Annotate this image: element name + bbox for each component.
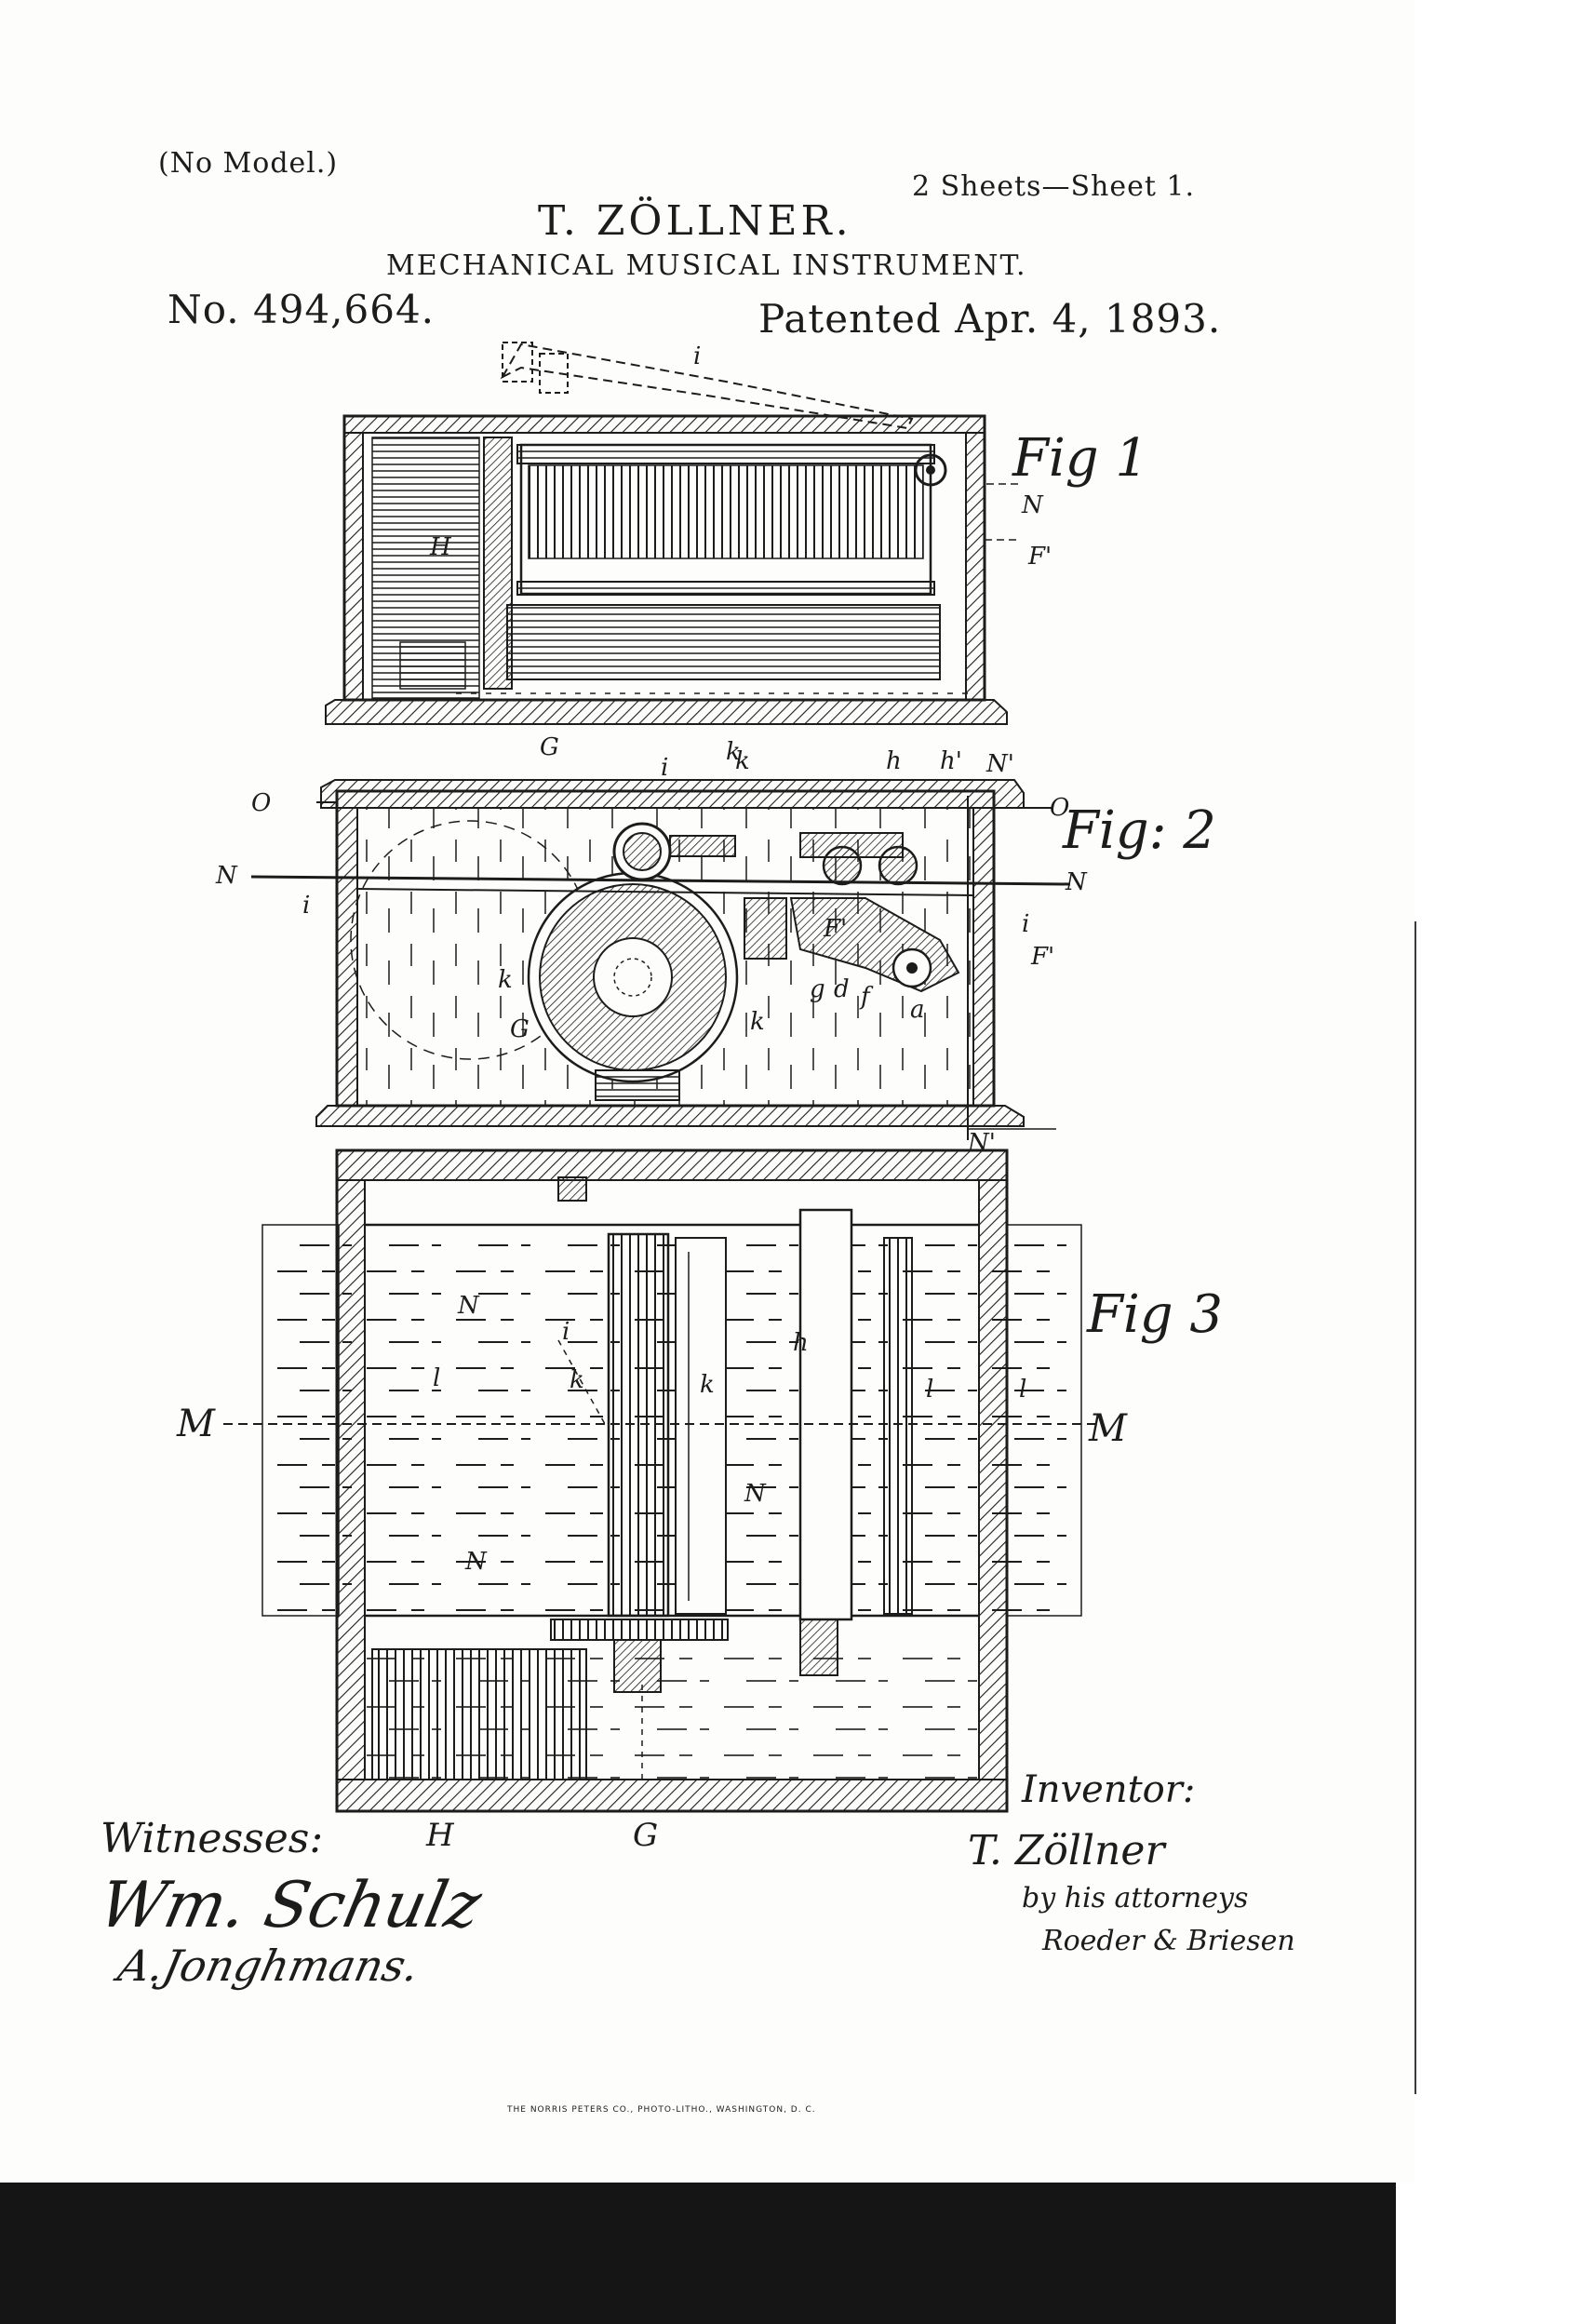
ref-fig2-O-left: O bbox=[251, 789, 272, 817]
ref-fig3-l-left: l bbox=[433, 1364, 441, 1392]
ref-fig2-i-right: i bbox=[1022, 910, 1030, 938]
ref-fig1-k: k bbox=[726, 738, 741, 766]
patent-title: MECHANICAL MUSICAL INSTRUMENT. bbox=[386, 249, 1027, 282]
ref-fig1-H: H bbox=[430, 533, 451, 561]
ref-fig2-O-right: O bbox=[1050, 794, 1070, 822]
inventor-signature: T. Zöllner bbox=[968, 1827, 1165, 1874]
attorney-by-line: by his attorneys bbox=[1022, 1882, 1249, 1914]
ref-fig3-N-lower: N bbox=[465, 1548, 487, 1576]
ref-fig2-F1-inner: F' bbox=[824, 915, 848, 943]
ref-fig2-i-top: i bbox=[661, 754, 669, 782]
printer-credit: THE NORRIS PETERS CO., PHOTO-LITHO., WAS… bbox=[507, 2105, 816, 2115]
inventor-name-heading: T. ZÖLLNER. bbox=[538, 197, 852, 245]
ref-fig2-k-top: k bbox=[735, 747, 750, 775]
ref-fig3-k-left: k bbox=[570, 1366, 584, 1394]
figure-2 bbox=[250, 779, 1071, 1140]
figure-1 bbox=[325, 342, 1019, 725]
ref-fig3-h: h bbox=[793, 1329, 809, 1357]
ref-fig2-g: g bbox=[810, 975, 825, 1003]
ref-fig3-H: H bbox=[426, 1817, 454, 1854]
ref-fig2-d: d bbox=[834, 975, 850, 1003]
figure-2-label: Fig: 2 bbox=[1063, 800, 1216, 861]
figure-3 bbox=[223, 1149, 1098, 1813]
ref-fig3-G: G bbox=[633, 1817, 659, 1854]
witnesses-heading: Witnesses: bbox=[101, 1815, 324, 1862]
ref-fig2-F1: F' bbox=[1031, 943, 1055, 971]
ref-fig3-l-right: l bbox=[1019, 1376, 1027, 1404]
ref-fig3-M-right: M bbox=[1089, 1407, 1127, 1450]
ref-fig2-f: f bbox=[861, 983, 870, 1011]
ref-fig3-k-mid: k bbox=[700, 1371, 715, 1399]
ref-fig2-i-left: i bbox=[302, 892, 311, 920]
ref-fig2-h-top: h bbox=[886, 747, 902, 775]
ref-fig3-N-mid: N bbox=[744, 1480, 766, 1508]
ref-fig3-l-mid: l bbox=[926, 1376, 934, 1404]
ref-fig3-i: i bbox=[562, 1318, 570, 1346]
ref-fig2-k-left: k bbox=[498, 966, 513, 994]
witness-signature-1: Wm. Schulz bbox=[92, 1869, 488, 1942]
ref-fig1-G: G bbox=[540, 733, 559, 761]
ref-fig2-k-right: k bbox=[750, 1008, 765, 1036]
sheet-info: 2 Sheets—Sheet 1. bbox=[912, 170, 1196, 203]
ref-fig1-i: i bbox=[693, 343, 702, 370]
patent-drawings bbox=[223, 342, 1098, 1813]
ref-fig2-h1-top: h' bbox=[940, 747, 962, 775]
figure-3-label: Fig 3 bbox=[1087, 1284, 1224, 1345]
patent-number: No. 494,664. bbox=[168, 287, 436, 332]
model-note: (No Model.) bbox=[158, 147, 339, 180]
attorney-firm: Roeder & Briesen bbox=[1042, 1925, 1295, 1957]
witness-signature-2: A.Jonghmans. bbox=[114, 1941, 424, 1991]
ref-fig1-N: N bbox=[1022, 491, 1043, 519]
ref-fig3-N-upper: N bbox=[458, 1292, 479, 1320]
scan-right-margin bbox=[1414, 0, 1582, 2324]
ref-fig3-M-left: M bbox=[177, 1403, 215, 1445]
ref-fig2-N1-top: N' bbox=[986, 750, 1014, 778]
figure-1-label: Fig 1 bbox=[1012, 428, 1149, 489]
ref-fig1-F1: F' bbox=[1028, 543, 1052, 571]
scan-band-notch bbox=[1396, 2183, 1582, 2324]
scan-bottom-band bbox=[0, 2183, 1582, 2324]
ref-fig2-N1-bottom: N' bbox=[968, 1129, 996, 1157]
scan-edge-line bbox=[1414, 921, 1416, 2094]
ref-fig2-N-left: N bbox=[216, 862, 237, 890]
ref-fig2-G: G bbox=[510, 1015, 530, 1043]
ref-fig2-N-right: N bbox=[1066, 868, 1087, 896]
patent-date: Patented Apr. 4, 1893. bbox=[758, 296, 1222, 342]
inventor-heading: Inventor: bbox=[1022, 1768, 1196, 1811]
ref-fig2-a: a bbox=[910, 996, 925, 1024]
